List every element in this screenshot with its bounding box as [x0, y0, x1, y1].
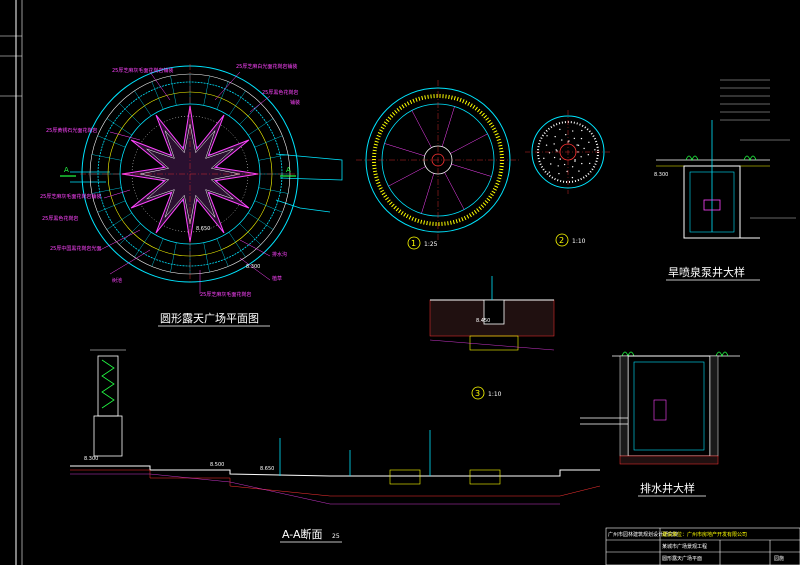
section-dim-1: 8.300: [84, 456, 98, 462]
plan-note-7: 25厚中国黑花岗岩光面: [50, 245, 101, 252]
plan-note-5: 25厚芝麻灰毛面花岗岩铺装: [40, 193, 101, 200]
plaza-plan-drawing: [60, 64, 343, 284]
section-aa-scale: 25: [332, 533, 340, 540]
detail-3-dim: 8.450: [476, 318, 490, 324]
plan-note-9: 排水沟: [272, 251, 287, 258]
plan-note-11: 铺装: [290, 99, 300, 106]
section-aa-title: A-A断面: [282, 527, 323, 541]
detail-1-number: 1: [411, 239, 416, 248]
fountain-pit-drawing: [656, 79, 796, 239]
title-block: [605, 527, 800, 565]
section-dim-3: 8.650: [260, 466, 274, 472]
title-block-sheet: 园施: [774, 555, 784, 562]
plan-note-10: 植草: [272, 275, 282, 282]
detail-3-scale: 1:10: [488, 391, 502, 398]
title-block-project: 某城市广场景观工程: [662, 543, 707, 550]
plan-note-4: 25厚黄锈石光面花岗岩: [46, 127, 97, 134]
plan-note-2: 25厚芝麻白光面花岗岩铺装: [236, 63, 297, 70]
title-block-org: 广州市园林建筑规划设计研究院: [608, 531, 678, 538]
detail-1-scale: 1:25: [424, 241, 438, 248]
plan-note-6: 25厚黑色花岗岩: [42, 215, 78, 222]
plan-dim-1: 8.650: [196, 226, 210, 232]
fountain-pit-title: 旱喷泉泵井大样: [668, 265, 745, 279]
detail-3-number: 3: [475, 389, 480, 398]
title-block-client: 建设单位：广州市房地产开发有限公司: [662, 531, 747, 538]
section-marker-left: A: [64, 166, 69, 174]
section-marker-right: A: [286, 166, 291, 174]
pit-dim-1: 8.300: [654, 172, 668, 178]
plan-dim-2: 8.300: [246, 264, 260, 270]
plaza-plan-title: 圆形露天广场平面图: [160, 311, 259, 325]
detail-3-drawing: [429, 276, 555, 351]
plan-note-1: 25厚芝麻灰毛面花岗岩铺装: [112, 67, 173, 74]
plan-note-12: 树池: [112, 277, 122, 284]
detail-2-drawing: [525, 110, 611, 194]
plan-note-8: 25厚芝麻灰毛面花岗岩: [200, 291, 251, 298]
detail-2-number: 2: [559, 236, 564, 245]
sheet-border: [0, 0, 23, 565]
detail-1-drawing: [356, 80, 520, 240]
plan-leaders: [99, 71, 271, 294]
drain-well-title: 排水井大样: [640, 481, 695, 495]
section-aa-drawing: [70, 349, 601, 505]
section-dim-2: 8.500: [210, 462, 224, 468]
detail-2-scale: 1:10: [572, 238, 586, 245]
title-block-drawing-name: 圆形露天广场平面: [662, 555, 702, 562]
drain-well-drawing: [580, 351, 740, 465]
plan-note-3: 25厚黑色花岗岩: [262, 89, 298, 96]
